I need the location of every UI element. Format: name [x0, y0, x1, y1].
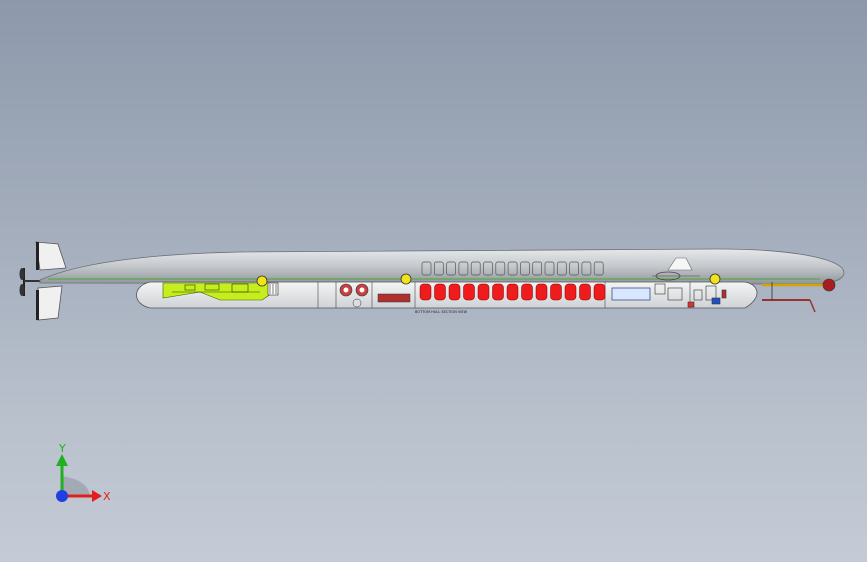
seat-row [419, 283, 606, 301]
propeller-icon [19, 268, 40, 296]
hull-window [556, 261, 567, 276]
hull-window [569, 261, 579, 276]
machinery [339, 283, 411, 308]
hull-window [532, 261, 543, 276]
hull-window [446, 261, 456, 276]
coordinate-triad[interactable]: Y X [40, 438, 120, 518]
reference-markers [256, 273, 721, 287]
reference-marker [256, 275, 268, 287]
passenger-seat [463, 283, 475, 301]
passenger-seat [550, 283, 562, 301]
passenger-seat [564, 283, 577, 301]
upper-tail-fin [35, 241, 67, 271]
hull-window [507, 261, 518, 276]
passenger-seat [492, 283, 504, 301]
conning-tower [667, 257, 693, 271]
control-console [611, 287, 651, 301]
passenger-seat [448, 283, 461, 301]
hull-window [593, 261, 604, 276]
passenger-seat [593, 283, 606, 301]
hull-window [495, 261, 506, 276]
window-row [421, 261, 604, 276]
passenger-seat [419, 283, 432, 301]
reference-marker [709, 273, 721, 285]
passenger-seat [521, 283, 533, 301]
z-axis-dot [56, 490, 68, 502]
passenger-seat [477, 283, 490, 301]
triad-xy-plane [62, 476, 90, 496]
main-hull [39, 248, 845, 285]
passenger-seat [434, 283, 446, 301]
passenger-seat [535, 283, 548, 301]
forward-equipment [654, 283, 727, 308]
hull-window [458, 261, 469, 276]
hull-window [544, 261, 555, 276]
x-axis-label: X [103, 490, 111, 503]
lower-tail-fin [37, 285, 63, 321]
hull-window [470, 261, 481, 276]
tail-fin-edge-upper [36, 242, 39, 270]
hull-window [581, 261, 592, 276]
hull-window [520, 261, 530, 276]
hull-window [483, 261, 493, 276]
passenger-seat [506, 283, 519, 301]
bow-sonar [762, 278, 836, 313]
fuel-section-details [172, 283, 260, 293]
reference-marker [400, 273, 412, 285]
hull-label: BOTTOM HULL SECTION VIEW [415, 310, 468, 314]
hull-window [421, 261, 432, 276]
tail-fin-edge-lower [36, 290, 39, 320]
hull-window [433, 261, 444, 276]
y-axis-label: Y [58, 442, 66, 455]
passenger-seat [579, 283, 591, 301]
